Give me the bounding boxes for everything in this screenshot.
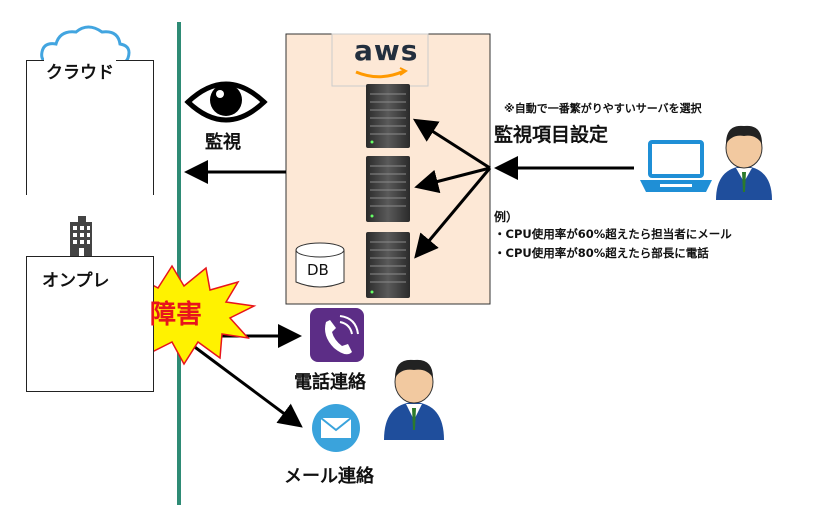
onprem-label: オンプレ	[42, 271, 110, 291]
aws-server-1-icon	[366, 84, 410, 148]
eye-icon	[184, 81, 268, 123]
aws-server-2-icon	[366, 156, 410, 222]
phone-label: 電話連絡	[294, 372, 366, 393]
cloud-label: クラウド	[44, 58, 116, 83]
arrow-to-server-2	[414, 166, 491, 194]
arrow-to-server-3	[414, 167, 492, 259]
example-line-1: ・CPU使用率が60%超えたら担当者にメール	[494, 227, 732, 241]
mail-icon	[312, 404, 360, 452]
auto-select-note: ※自動で一番繁がりやすいサーバを選択	[504, 102, 702, 115]
mail-label: メール連絡	[284, 466, 374, 487]
arrow-to-mail	[179, 334, 303, 428]
incident-label: 障害	[150, 300, 203, 330]
example-title: 例）	[494, 210, 519, 224]
settings-title: 監視項目設定	[494, 124, 609, 146]
phone-app-icon	[310, 308, 364, 362]
arrow-to-server-1	[412, 118, 491, 170]
operator-person-icon	[716, 125, 772, 200]
monitor-label: 監視	[205, 132, 241, 153]
manager-person-icon	[384, 359, 444, 440]
laptop-icon	[640, 140, 712, 192]
aws-logo-text: aws	[354, 34, 419, 67]
db-label: DB	[307, 261, 329, 279]
aws-server-3-icon	[366, 232, 410, 298]
building-icon	[70, 216, 92, 256]
onprem-box	[26, 256, 154, 392]
database-icon	[295, 242, 345, 288]
aws-smile-icon	[355, 69, 405, 79]
example-line-2: ・CPU使用率が80%超えたら部長に電話	[494, 246, 709, 260]
